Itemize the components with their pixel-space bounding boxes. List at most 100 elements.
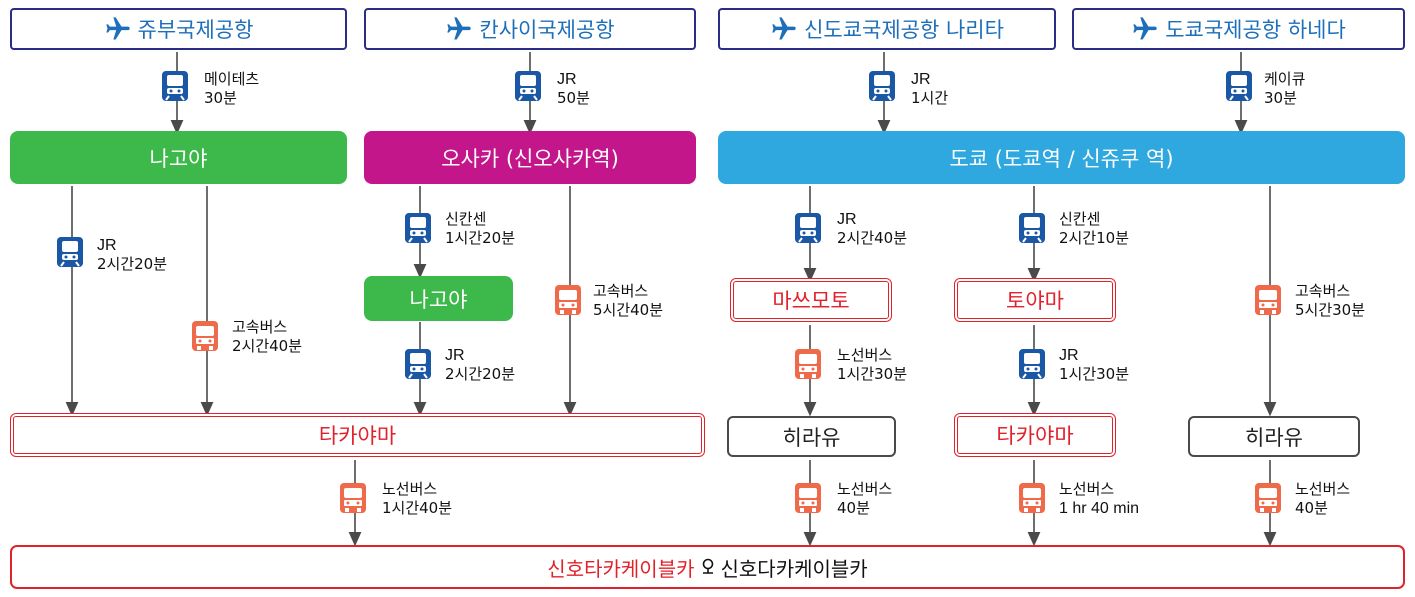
airplane-icon: [1133, 17, 1157, 40]
route-time: 2시간20분: [97, 255, 168, 273]
train-icon: [404, 212, 432, 248]
route-name: 노선버스: [837, 480, 893, 498]
hub-nagoya: 나고야: [10, 131, 347, 184]
route-name: 신칸센: [1059, 210, 1101, 228]
train-icon: [56, 236, 84, 272]
route-time: 30분: [204, 89, 237, 107]
route-name: 노선버스: [1295, 480, 1351, 498]
airport-haneda: 도쿄국제공항 하네다: [1072, 8, 1405, 50]
route-name: 메이테츠: [204, 70, 260, 88]
bus-icon: [1254, 284, 1282, 320]
stop-toyama: 토야마: [954, 278, 1116, 322]
stop-hirayu-1-label: 히라유: [782, 425, 841, 450]
route-name: JR: [911, 71, 931, 88]
route-time: 5시간40분: [593, 301, 664, 319]
bus-icon: [1254, 482, 1282, 518]
route-name: JR: [557, 71, 577, 88]
stop-matsumoto: 마쓰모토: [730, 278, 892, 322]
route-time: 2시간20분: [445, 365, 516, 383]
stop-toyama-label: 토야마: [1006, 289, 1064, 313]
route-name: JR: [97, 237, 117, 254]
airplane-icon: [772, 17, 796, 40]
train-icon: [1018, 348, 1046, 384]
stop-hirayu-2-label: 히라유: [1245, 425, 1303, 450]
train-icon: [868, 70, 896, 106]
airport-haneda-label: 도쿄국제공항 하네다: [1165, 18, 1346, 42]
route-time: 1시간20분: [445, 229, 516, 247]
train-icon: [794, 212, 822, 248]
hub-tokyo: 도쿄 (도쿄역 / 신쥬쿠 역): [718, 131, 1405, 184]
stop-takayama-2: 타카야마: [954, 413, 1116, 457]
route-name: 고속버스: [1295, 282, 1351, 300]
bus-icon: [339, 482, 367, 518]
train-icon: [404, 348, 432, 384]
route-time: 2시간10분: [1059, 229, 1130, 247]
route-name: 노선버스: [382, 480, 438, 498]
final-name-black: 신호다카케이블카: [720, 556, 868, 581]
airport-narita-label: 신도쿄국제공항 나리타: [804, 18, 1004, 42]
hub-osaka: 오사카 (신오사카역): [364, 131, 696, 184]
route-time: 2시간40분: [232, 337, 303, 355]
train-icon: [1225, 70, 1253, 106]
stop-matsumoto-label: 마쓰모토: [772, 289, 850, 313]
route-time: 30분: [1264, 89, 1297, 107]
stop-takayama-2-label: 타카야마: [996, 424, 1074, 448]
stop-hirayu-2: 히라유: [1188, 416, 1360, 457]
train-icon: [1018, 212, 1046, 248]
location-pin-icon: [702, 558, 713, 574]
airport-kansai: 칸사이국제공항: [364, 8, 696, 50]
airport-kansai-label: 칸사이국제공항: [479, 18, 615, 42]
train-icon: [161, 70, 189, 106]
airplane-icon: [447, 17, 471, 40]
hub-nagoya-2-label: 나고야: [409, 287, 468, 312]
final-name-red: 신호타카케이블카: [547, 556, 695, 581]
airplane-icon: [105, 17, 130, 40]
route-name: 신칸센: [445, 210, 487, 228]
route-name: JR: [1059, 347, 1079, 364]
route-time: 50분: [557, 89, 590, 107]
final-destination: 신호타카케이블카 신호다카케이블카: [10, 545, 1405, 589]
route-time: 2시간40분: [837, 229, 908, 247]
airport-chubu: 쥬부국제공항: [10, 8, 347, 50]
airport-chubu-label: 쥬부국제공항: [137, 18, 254, 42]
bus-icon: [554, 284, 582, 320]
route-time: 1시간30분: [1059, 365, 1130, 383]
route-time: 1시간30분: [837, 365, 908, 383]
route-time: 40분: [1295, 499, 1328, 517]
stop-takayama: 타카야마: [10, 413, 705, 457]
bus-icon: [191, 320, 219, 356]
bus-icon: [794, 482, 822, 518]
route-name: JR: [837, 211, 857, 228]
bus-icon: [1018, 482, 1046, 518]
route-name: 고속버스: [593, 282, 649, 300]
hub-nagoya-label: 나고야: [149, 146, 208, 171]
route-time: 1시간40분: [382, 499, 453, 517]
train-icon: [514, 70, 542, 106]
route-name: 노선버스: [837, 346, 893, 364]
stop-hirayu-1: 히라유: [727, 416, 896, 457]
route-name: 케이큐: [1264, 70, 1306, 88]
route-name: JR: [445, 347, 465, 364]
airport-narita: 신도쿄국제공항 나리타: [718, 8, 1056, 50]
route-time: 1시간: [911, 89, 949, 107]
bus-icon: [794, 348, 822, 384]
hub-nagoya-2: 나고야: [364, 276, 513, 321]
stop-takayama-label: 타카야마: [318, 424, 397, 448]
route-time: 1 hr 40 min: [1059, 500, 1140, 517]
